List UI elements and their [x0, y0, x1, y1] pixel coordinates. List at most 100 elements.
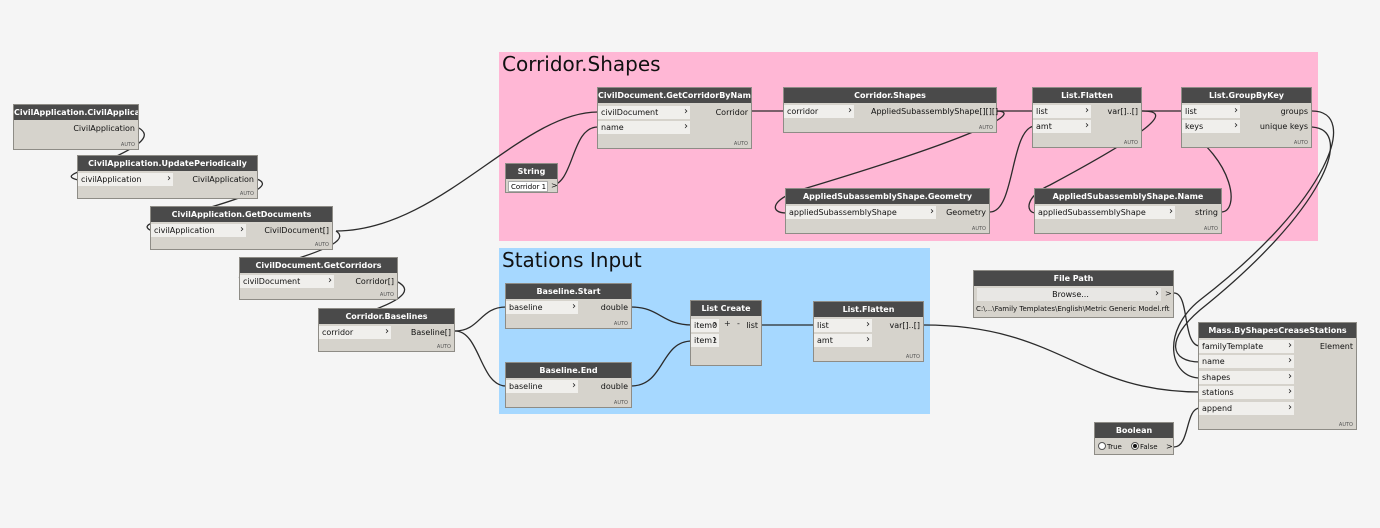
- output-port[interactable]: string: [1195, 208, 1218, 217]
- radio-true[interactable]: True: [1098, 442, 1122, 451]
- input-port[interactable]: item1: [691, 334, 719, 347]
- browse-button[interactable]: Browse...: [977, 288, 1161, 301]
- auto-label: AUTO: [905, 354, 920, 360]
- input-port[interactable]: append: [1199, 402, 1294, 415]
- input-port[interactable]: list: [1033, 105, 1091, 118]
- add-input-button[interactable]: +: [724, 319, 731, 328]
- output-port[interactable]: list: [746, 321, 758, 330]
- input-port[interactable]: list: [814, 319, 872, 332]
- auto-label: AUTO: [733, 141, 748, 147]
- node-title: String: [506, 164, 557, 179]
- input-port[interactable]: corridor: [784, 105, 854, 118]
- input-port[interactable]: list: [1182, 105, 1240, 118]
- output-port[interactable]: CivilDocument[]: [264, 226, 329, 235]
- node-title: List.Flatten: [814, 302, 923, 317]
- output-port[interactable]: var[]..[]: [889, 321, 921, 330]
- remove-input-button[interactable]: -: [737, 319, 740, 328]
- node-title: List.Flatten: [1033, 88, 1141, 103]
- node-civil-application[interactable]: CivilApplication.CivilApplication CivilA…: [13, 104, 139, 150]
- node-get-documents[interactable]: CivilApplication.GetDocuments civilAppli…: [150, 206, 333, 250]
- node-get-corridor-by-name[interactable]: CivilDocument.GetCorridorByName civilDoc…: [597, 87, 752, 149]
- output-port[interactable]: >: [1166, 442, 1173, 451]
- node-string[interactable]: String Corridor 1 >: [505, 163, 558, 193]
- group-title: Corridor.Shapes: [502, 52, 661, 76]
- output-port[interactable]: unique keys: [1259, 122, 1308, 131]
- input-port[interactable]: civilDocument: [240, 275, 334, 288]
- auto-label: AUTO: [971, 226, 986, 232]
- input-port[interactable]: appliedSubassemblyShape: [786, 206, 936, 219]
- output-port[interactable]: Baseline[]: [410, 328, 451, 337]
- node-title: CivilApplication.CivilApplication: [14, 105, 138, 120]
- input-port[interactable]: corridor: [319, 326, 391, 339]
- node-corridor-baselines[interactable]: Corridor.Baselines corridor Baseline[] A…: [318, 308, 455, 352]
- radio-label: False: [1140, 443, 1158, 451]
- auto-label: AUTO: [314, 242, 329, 248]
- node-title: CivilApplication.GetDocuments: [151, 207, 332, 222]
- node-title: List.GroupByKey: [1182, 88, 1311, 103]
- node-title: Corridor.Baselines: [319, 309, 454, 324]
- node-update-periodically[interactable]: CivilApplication.UpdatePeriodically civi…: [77, 155, 258, 199]
- auto-label: AUTO: [1293, 140, 1308, 146]
- node-shape-geometry[interactable]: AppliedSubassemblyShape.Geometry applied…: [785, 188, 990, 234]
- node-title: AppliedSubassemblyShape.Geometry: [786, 189, 989, 204]
- node-baseline-end[interactable]: Baseline.End baseline double AUTO: [505, 362, 632, 408]
- node-list-flatten[interactable]: List.Flatten list amt var[]..[] AUTO: [1032, 87, 1142, 148]
- input-port[interactable]: baseline: [506, 380, 578, 393]
- output-port[interactable]: groups: [1280, 107, 1308, 116]
- input-port[interactable]: civilDocument: [598, 106, 690, 119]
- string-value-input[interactable]: Corridor 1: [508, 181, 548, 192]
- auto-label: AUTO: [1123, 140, 1138, 146]
- node-title: Corridor.Shapes: [784, 88, 996, 103]
- input-port[interactable]: baseline: [506, 301, 578, 314]
- node-baseline-start[interactable]: Baseline.Start baseline double AUTO: [505, 283, 632, 329]
- node-list-groupbykey[interactable]: List.GroupByKey list keys groups unique …: [1181, 87, 1312, 148]
- input-port[interactable]: familyTemplate: [1199, 340, 1294, 353]
- node-title: AppliedSubassemblyShape.Name: [1035, 189, 1221, 204]
- output-port[interactable]: double: [600, 303, 628, 312]
- radio-false[interactable]: False: [1131, 442, 1158, 451]
- input-port[interactable]: keys: [1182, 120, 1240, 133]
- node-shape-name[interactable]: AppliedSubassemblyShape.Name appliedSuba…: [1034, 188, 1222, 234]
- node-title: Baseline.End: [506, 363, 631, 378]
- radio-label: True: [1107, 443, 1122, 451]
- auto-label: AUTO: [1203, 226, 1218, 232]
- node-list-create[interactable]: List Create item0 + - list item1: [690, 300, 762, 366]
- input-port[interactable]: name: [598, 121, 690, 134]
- node-file-path[interactable]: File Path Browse... > C:\...\Family Temp…: [973, 270, 1174, 318]
- output-port[interactable]: >: [551, 181, 558, 190]
- node-list-flatten[interactable]: List.Flatten list amt var[]..[] AUTO: [813, 301, 924, 362]
- output-port[interactable]: >: [1165, 289, 1172, 298]
- node-get-corridors[interactable]: CivilDocument.GetCorridors civilDocument…: [239, 257, 398, 300]
- input-port[interactable]: shapes: [1199, 371, 1294, 384]
- output-port[interactable]: CivilApplication: [192, 175, 254, 184]
- output-port[interactable]: CivilApplication: [73, 124, 135, 133]
- output-port[interactable]: Geometry: [946, 208, 986, 217]
- node-boolean[interactable]: Boolean True False >: [1094, 422, 1174, 455]
- output-port[interactable]: Element: [1319, 342, 1353, 351]
- auto-label: AUTO: [613, 321, 628, 327]
- input-port[interactable]: civilApplication: [151, 224, 246, 237]
- node-title: Mass.ByShapesCreaseStations: [1199, 323, 1356, 338]
- input-port[interactable]: appliedSubassemblyShape: [1035, 206, 1175, 219]
- input-port[interactable]: name: [1199, 355, 1294, 368]
- input-port[interactable]: amt: [1033, 120, 1091, 133]
- output-port[interactable]: var[]..[]: [1107, 107, 1139, 116]
- node-title: CivilDocument.GetCorridors: [240, 258, 397, 273]
- auto-label: AUTO: [978, 125, 993, 131]
- auto-label: AUTO: [436, 344, 451, 350]
- input-port[interactable]: amt: [814, 334, 872, 347]
- group-title: Stations Input: [502, 248, 642, 272]
- output-port[interactable]: Corridor[]: [355, 277, 394, 286]
- output-port[interactable]: double: [600, 382, 628, 391]
- input-port[interactable]: item0: [691, 319, 719, 332]
- output-port[interactable]: Corridor: [715, 108, 748, 117]
- node-mass-by-shapes[interactable]: Mass.ByShapesCreaseStations familyTempla…: [1198, 322, 1357, 430]
- input-port[interactable]: civilApplication: [78, 173, 173, 186]
- node-corridor-shapes[interactable]: Corridor.Shapes corridor AppliedSubassem…: [783, 87, 999, 133]
- wire: [1173, 407, 1201, 448]
- input-port[interactable]: stations: [1199, 386, 1294, 399]
- file-path-value: C:\...\Family Templates\English\Metric G…: [976, 305, 1170, 313]
- node-title: CivilDocument.GetCorridorByName: [598, 88, 751, 103]
- output-port[interactable]: AppliedSubassemblyShape[][][]: [871, 107, 999, 116]
